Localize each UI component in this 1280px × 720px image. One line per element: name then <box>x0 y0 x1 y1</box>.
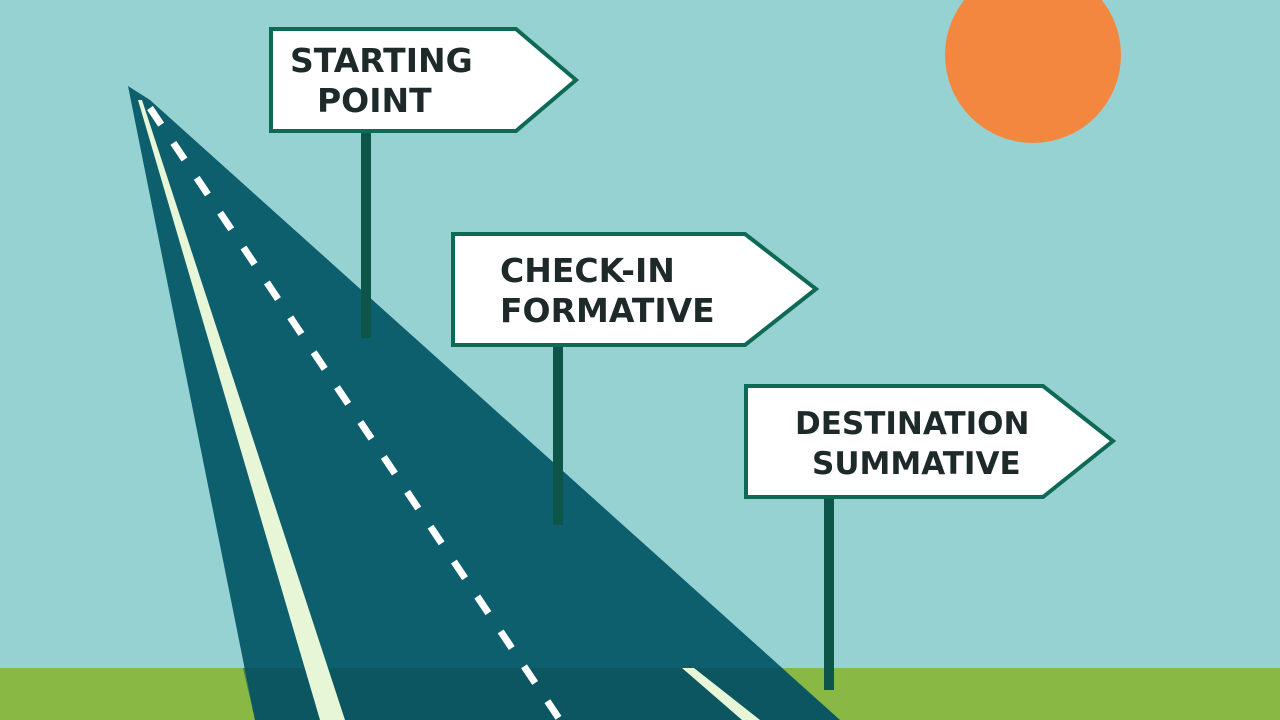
sign-line2: SUMMATIVE <box>812 446 1021 482</box>
sign-destination-summative: DESTINATION SUMMATIVE <box>744 384 1117 499</box>
road-shade <box>243 668 840 720</box>
sign-line1: STARTING <box>290 41 473 80</box>
sign-pole-2 <box>553 345 563 525</box>
road-edge-line <box>138 100 345 720</box>
sign-pole-1 <box>361 130 371 338</box>
sign-line2: POINT <box>317 81 432 120</box>
sign-board <box>269 27 580 133</box>
road-right-line <box>682 668 760 720</box>
sign-line1: DESTINATION <box>795 406 1029 442</box>
sign-pole-3 <box>824 496 834 690</box>
road <box>128 86 840 720</box>
sign-board <box>744 384 1117 499</box>
sign-board <box>451 232 820 347</box>
sun-icon <box>945 0 1121 143</box>
sign-starting-point: STARTING POINT <box>269 27 580 133</box>
sign-line1: CHECK-IN <box>500 251 675 290</box>
sign-line2: FORMATIVE <box>500 291 715 330</box>
sign-check-in-formative: CHECK-IN FORMATIVE <box>451 232 820 347</box>
